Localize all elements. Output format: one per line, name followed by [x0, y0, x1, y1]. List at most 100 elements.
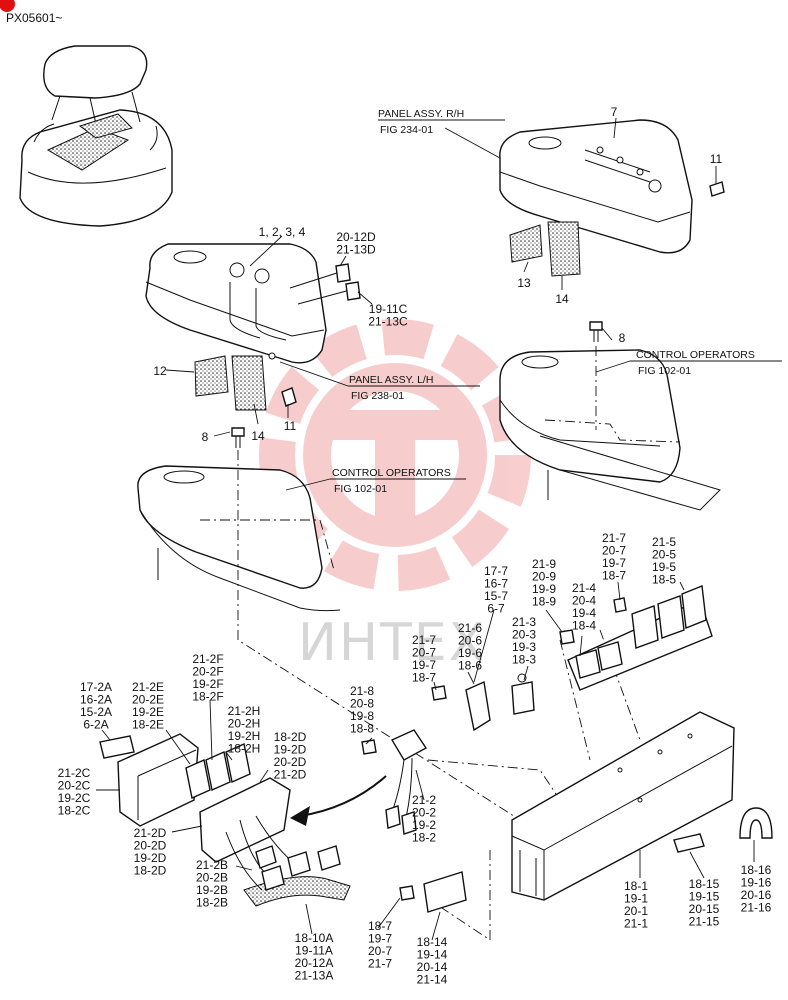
- callout-text: 21-13A: [295, 969, 334, 983]
- callout-text: 21-2B: [196, 858, 228, 872]
- callout-14-left: 14: [251, 429, 265, 443]
- callout-text: 18-7: [368, 919, 392, 933]
- callout-text: 20-2B: [196, 871, 228, 885]
- callout-text: 19-2B: [196, 883, 228, 897]
- callout-text: 20-7: [412, 646, 436, 660]
- callout-text: 19-5: [652, 560, 676, 574]
- callout-text: 1, 2, 3, 4: [259, 225, 306, 239]
- callout-text: 20-14: [417, 960, 448, 974]
- dashed-guides: [237, 346, 641, 941]
- callout-text: 14: [251, 429, 265, 443]
- callout-text: 20-2: [412, 806, 436, 820]
- callout-text: 20-8: [350, 697, 374, 711]
- relay-6: [431, 680, 491, 732]
- callout-text: 20-16: [741, 888, 772, 902]
- callout-text: 18-16: [741, 863, 772, 877]
- gasket-14-left: [231, 355, 267, 411]
- callout-text: 19-14: [417, 948, 448, 962]
- control-console-right: [499, 349, 721, 511]
- callout-text: 18-7: [412, 671, 436, 685]
- bolt-8-right: [589, 321, 603, 342]
- callout-text: 18-3: [512, 653, 536, 667]
- callout-text: 20-15: [689, 902, 720, 916]
- connector-2: [361, 729, 428, 835]
- callout-text: 19-11A: [295, 944, 333, 958]
- callout-21-9: 21-920-919-918-9: [532, 557, 556, 609]
- callout-text: 21-7: [368, 957, 392, 971]
- callout-text: 19-3: [512, 640, 536, 654]
- callout-text: 19-2E: [132, 705, 164, 719]
- callout-text: 18-2E: [132, 718, 164, 732]
- callout-text: 19-11C: [369, 302, 408, 316]
- callout-text: 19-2D: [274, 743, 307, 757]
- callout-21-3: 21-320-319-318-3: [512, 615, 536, 667]
- ref-control-right: CONTROL OPERATORS FIG 102-01: [595, 349, 782, 377]
- ref-panel-lh-fig: FIG 238-01: [351, 390, 404, 402]
- callout-leaders: [96, 117, 755, 941]
- callout-21-4: 21-420-419-418-4: [572, 581, 596, 633]
- clip-16: [739, 807, 773, 839]
- callout-text: 18-9: [532, 595, 556, 609]
- ref-panel-lh: PANEL ASSY. L/H FIG 238-01: [279, 361, 480, 402]
- callout-21-7a: 21-720-719-718-7: [602, 531, 626, 583]
- callout-8-right: 8: [619, 331, 626, 345]
- callout-text: 18-4: [572, 619, 596, 633]
- callout-text: 6-7: [487, 602, 505, 616]
- callout-text: 21-4: [572, 581, 596, 595]
- machine-thumbnail: [19, 45, 173, 227]
- clip-15: [673, 833, 705, 853]
- callout-text: 19-7: [368, 932, 392, 946]
- panel-rh-assembly: [499, 119, 725, 254]
- callout-13: 13: [517, 276, 531, 290]
- callout-text: 19-6: [458, 646, 482, 660]
- switch-14: [399, 871, 467, 913]
- main-bracket: [511, 711, 735, 901]
- callout-text: 18-5: [652, 573, 676, 587]
- callout-text: 18-2D: [134, 864, 167, 878]
- ref-control-right-fig: FIG 102-01: [638, 365, 691, 377]
- callout-17-7: 17-716-715-76-7: [484, 564, 508, 616]
- callout-text: 17-2A: [80, 680, 112, 694]
- callout-text: 20-12A: [295, 956, 334, 970]
- callout-text: 21-7: [602, 531, 626, 545]
- callout-text: 6-2A: [83, 718, 108, 732]
- callout-text: 19-9: [532, 582, 556, 596]
- callout-text: 19-2D: [134, 851, 167, 865]
- callout-text: 21-14: [417, 973, 448, 987]
- callout-text: 16-7: [484, 577, 508, 591]
- callout-text: 15-7: [484, 589, 508, 603]
- callout-text: 19-7: [412, 658, 436, 672]
- callout-text: 11: [710, 152, 723, 166]
- ref-control-right-title: CONTROL OPERATORS: [636, 349, 755, 361]
- callout-text: 8: [202, 430, 209, 444]
- ref-control-left-fig: FIG 102-01: [334, 483, 387, 495]
- callout-text: 8: [619, 331, 626, 345]
- callout-text: 19-1: [624, 892, 648, 906]
- callout-text: 21-2E: [132, 680, 164, 694]
- callout-text: 19-8: [350, 709, 374, 723]
- callout-text: 19-2H: [228, 729, 261, 743]
- relay-box-left: [99, 733, 199, 827]
- callout-text: 11: [284, 419, 297, 433]
- callout-text: 20-2C: [58, 779, 91, 793]
- callout-text: 18-2F: [192, 690, 223, 704]
- callout-text: 19-7: [602, 556, 626, 570]
- gasket-14-top: [547, 221, 581, 277]
- watermark-text: ИНТЕХ: [298, 613, 486, 673]
- serial-range: PX05601~: [6, 11, 62, 25]
- callout-text: 20-7: [602, 544, 626, 558]
- callout-text: 18-1: [624, 879, 648, 893]
- callout-21-5: 21-520-519-518-5: [652, 535, 676, 587]
- callout-11-top: 11: [710, 152, 723, 166]
- callout-text: 21-2H: [228, 704, 261, 718]
- relay-3: [511, 673, 535, 715]
